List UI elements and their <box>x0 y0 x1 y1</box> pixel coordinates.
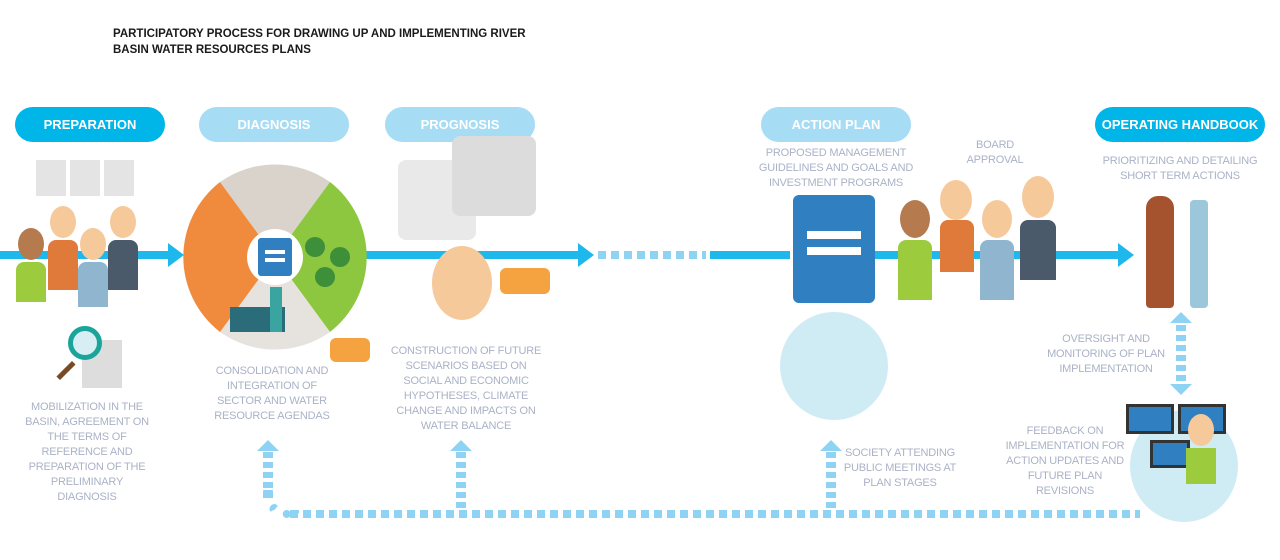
public-meeting-icon <box>780 312 888 420</box>
society-description: SOCIETY ATTENDING PUBLIC MEETINGS AT PLA… <box>843 447 957 489</box>
screwdriver-icon <box>1146 196 1174 308</box>
wrench-icon <box>1190 200 1208 308</box>
action-plan-description: PROPOSED MANAGEMENT GUIDELINES AND GOALS… <box>758 147 914 189</box>
stage-preparation: PREPARATION <box>15 107 165 142</box>
speech-bubble-icon <box>330 338 370 362</box>
action-plan-book-icon <box>793 195 875 303</box>
stage-action-plan: ACTION PLAN <box>761 107 911 142</box>
feedback-description: FEEDBACK ON IMPLEMENTATION FOR ACTION UP… <box>1005 425 1125 497</box>
operator-workstation-icon <box>1126 404 1238 522</box>
diagnosis-wheel <box>183 164 367 350</box>
oversight-description: OVERSIGHT AND MONITORING OF PLAN IMPLEME… <box>1047 333 1165 375</box>
board-approval-label: BOARD APPROVAL <box>966 139 1024 166</box>
stage-operating-handbook: OPERATING HANDBOOK <box>1095 107 1265 142</box>
diagnosis-description: CONSOLIDATION AND INTEGRATION OF SECTOR … <box>214 365 330 422</box>
scenario-rainy-icon <box>452 136 536 216</box>
stage-diagnosis: DIAGNOSIS <box>199 107 349 142</box>
speech-bubble-icon <box>500 268 550 294</box>
prognosis-description: CONSTRUCTION OF FUTURE SCENARIOS BASED O… <box>390 345 542 432</box>
thinking-person-icon <box>432 246 492 320</box>
diagram-title: PARTICIPATORY PROCESS FOR DRAWING UP AND… <box>113 28 526 56</box>
preparation-description: MOBILIZATION IN THE BASIN, AGREEMENT ON … <box>25 401 149 503</box>
handbook-description: PRIORITIZING AND DETAILING SHORT TERM AC… <box>1102 155 1258 182</box>
